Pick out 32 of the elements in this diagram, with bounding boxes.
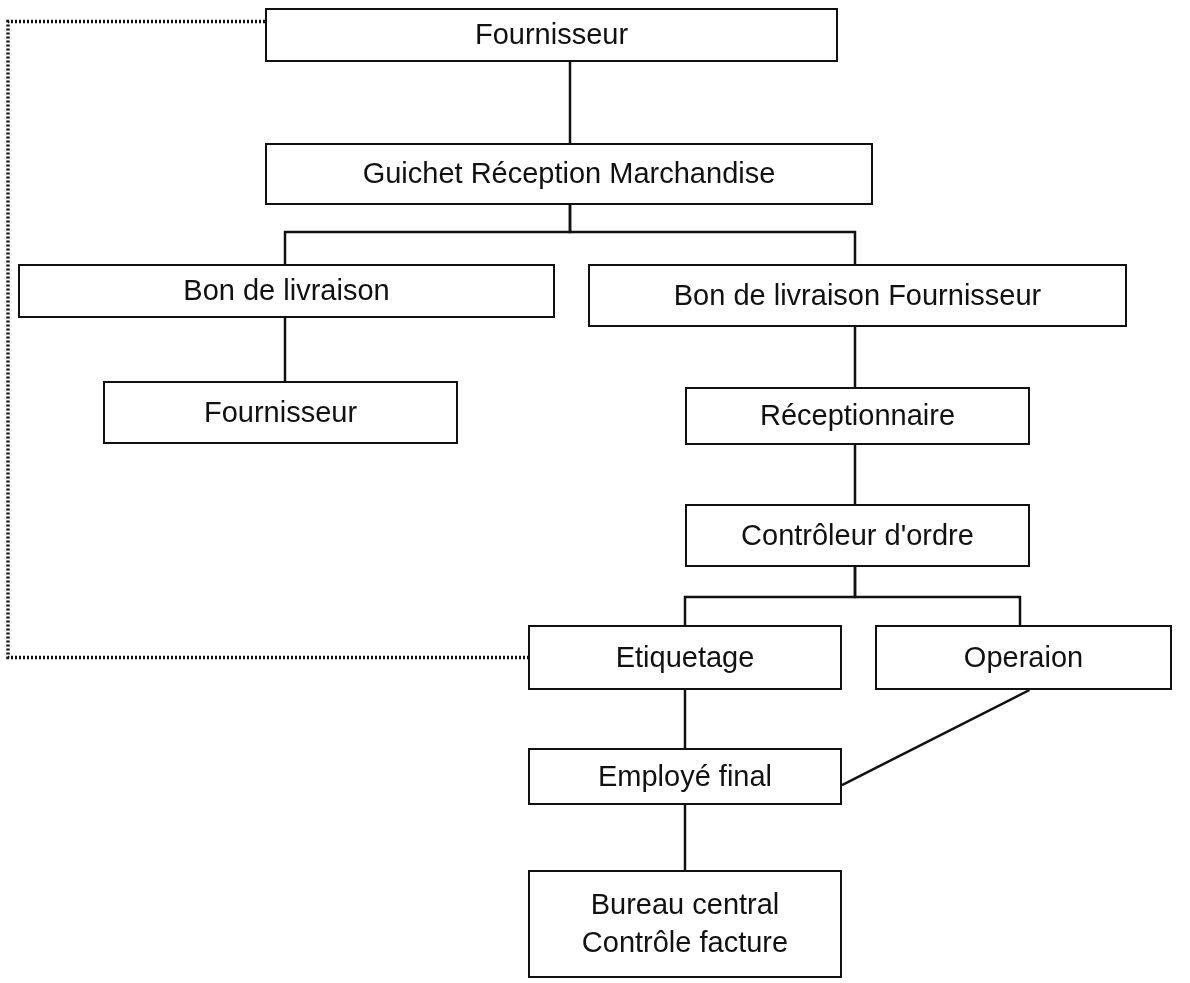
connector-line [853, 327, 857, 387]
connector-line [568, 205, 857, 264]
box-label: Bon de livraison Fournisseur [673, 277, 1042, 313]
box-label: Fournisseur [203, 394, 358, 430]
box-label: Bureau central Contrôle facture [580, 887, 790, 960]
process-box [103, 381, 458, 444]
process-box [685, 387, 1030, 445]
box-label: Employé final [597, 758, 773, 794]
box-label: Guichet Réception Marchandise [362, 156, 776, 192]
process-box [18, 264, 555, 318]
connector-line [853, 445, 857, 504]
box-label: Etiquetage [615, 639, 755, 675]
process-box [265, 143, 873, 205]
process-box [528, 870, 842, 978]
box-label: Contrôleur d'ordre [741, 517, 974, 553]
connector-line [841, 688, 1030, 787]
connector-line [283, 318, 287, 381]
connector-line [853, 567, 1022, 625]
box-label: Bon de livraison [183, 273, 390, 309]
process-box [588, 264, 1127, 327]
box-label: Réceptionnaire [759, 398, 956, 434]
box-label: Operaion [963, 639, 1084, 675]
process-box [528, 625, 842, 690]
dotted-connector [6, 19, 528, 660]
box-label: Fournisseur [474, 17, 629, 53]
connector-line [568, 62, 572, 143]
process-box [685, 504, 1030, 567]
connector-line [683, 805, 687, 870]
connector-line [683, 690, 687, 748]
process-box [265, 8, 838, 62]
process-box [528, 748, 842, 805]
process-box [875, 625, 1172, 690]
